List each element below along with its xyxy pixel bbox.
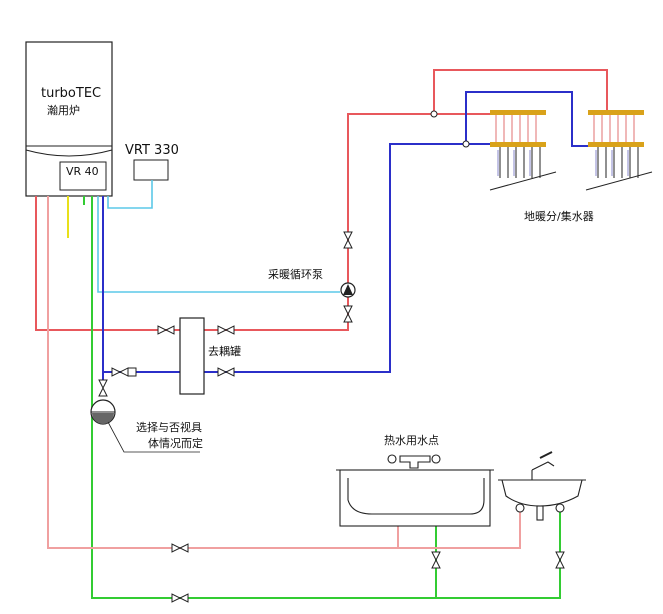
separator-label: 去耦罐 xyxy=(208,345,241,358)
heating-pump: 采暖循环泵 xyxy=(268,268,356,298)
valve-return-2 xyxy=(217,367,235,377)
boiler-subtitle-label: 瀚用炉 xyxy=(47,103,80,117)
bathtub-body xyxy=(339,469,491,527)
boiler: turboTEC 瀚用炉 VR 40 xyxy=(25,41,113,197)
heating-supply-pipe xyxy=(35,69,608,331)
sink-basin xyxy=(501,479,583,507)
valve-supply-1 xyxy=(157,325,175,335)
valve-pump-bottom xyxy=(343,305,353,323)
valve-expansion xyxy=(98,379,108,397)
valve-return-1 xyxy=(111,367,129,377)
hydraulic-separator: 去耦罐 xyxy=(179,317,241,395)
valves xyxy=(98,231,565,603)
manifold-1 xyxy=(489,110,557,191)
thermostat-box xyxy=(133,159,169,181)
cold-water-pipe xyxy=(83,196,561,599)
boiler-brand-label: turboTEC xyxy=(41,86,101,101)
valve-cold-bath xyxy=(431,551,441,569)
thermostat: VRT 330 xyxy=(125,143,179,181)
pump-label: 采暖循环泵 xyxy=(268,268,323,281)
separator-body xyxy=(179,317,205,395)
hot-water-label: 热水用水点 xyxy=(384,434,439,447)
valve-cold-sink xyxy=(555,551,565,569)
valve-dhw xyxy=(171,543,189,553)
manifold-2 xyxy=(585,110,653,191)
controller-label: VR 40 xyxy=(66,165,99,178)
valve-pump-top xyxy=(343,231,353,249)
control-cable xyxy=(97,180,340,293)
controller-box xyxy=(59,161,107,191)
expansion-vessel: 选择与否视具 体情况而定 xyxy=(90,399,203,453)
valve-supply-2 xyxy=(217,325,235,335)
sink xyxy=(498,451,586,521)
expansion-label-line1: 选择与否视具 xyxy=(136,420,202,434)
manifold-label: 地暖分/集水器 xyxy=(524,209,594,223)
bathtub xyxy=(336,454,494,527)
expansion-label-line2: 体情况而定 xyxy=(148,436,203,450)
pipe-tees xyxy=(127,110,470,377)
valve-cold-main xyxy=(171,593,189,603)
thermostat-label: VRT 330 xyxy=(125,143,179,158)
heating-return-pipe xyxy=(102,91,600,380)
